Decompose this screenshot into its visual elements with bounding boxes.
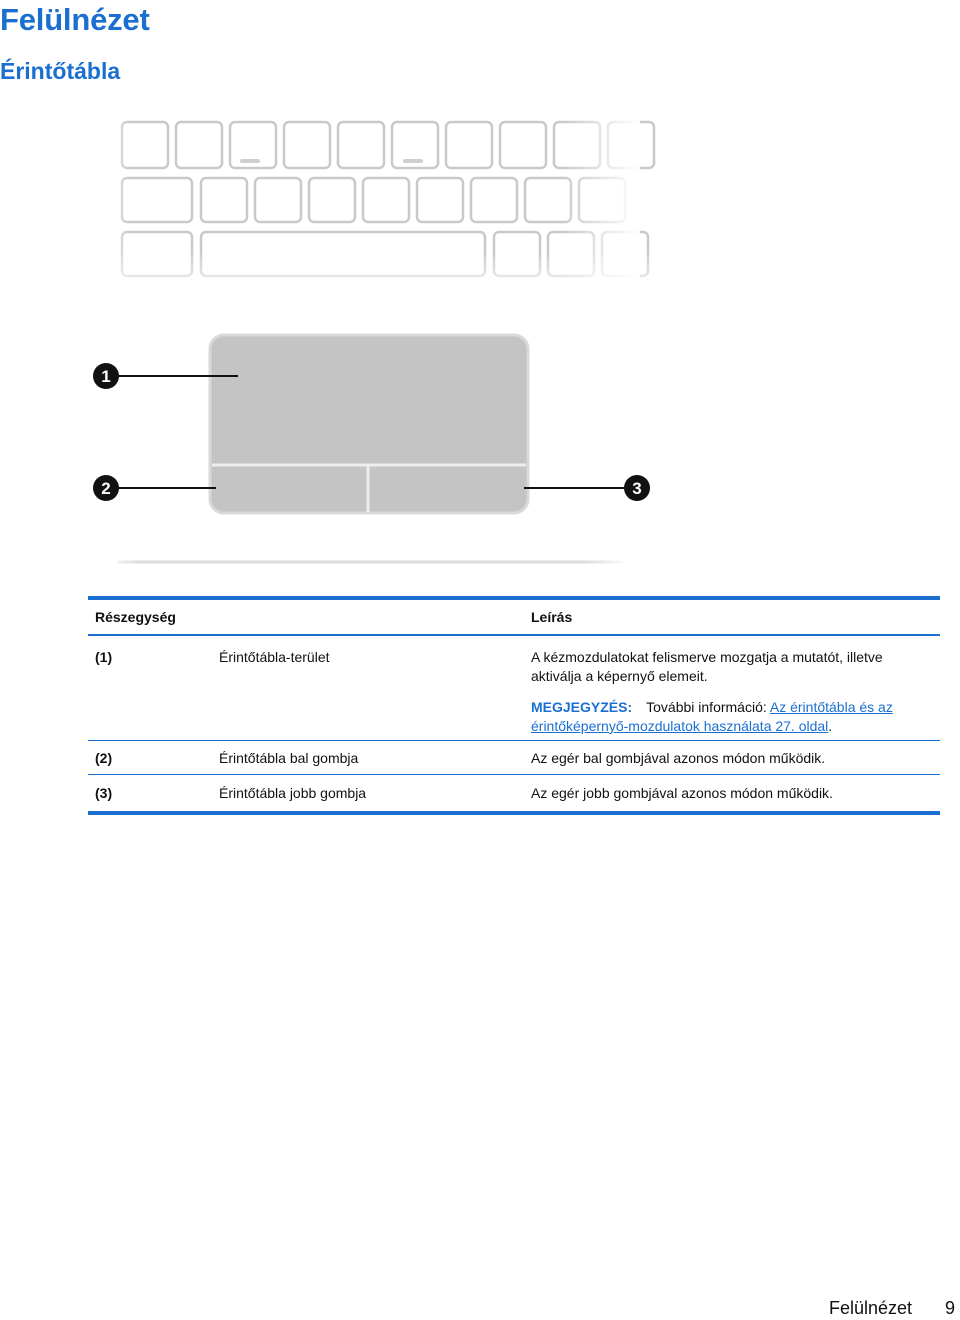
touchpad-illustration: 1 2 3 xyxy=(93,110,660,569)
row-component: Érintőtábla bal gombja xyxy=(219,750,359,766)
table-top-rule xyxy=(88,596,940,600)
table-header-row: Részegység Leírás xyxy=(88,600,940,634)
svg-text:3: 3 xyxy=(632,479,641,498)
row-component: Érintőtábla-terület xyxy=(219,649,330,665)
header-description: Leírás xyxy=(531,609,573,625)
page-number: 9 xyxy=(945,1298,956,1318)
subsection-title: Érintőtábla xyxy=(0,58,121,84)
footer-section-title: Felülnézet xyxy=(829,1298,913,1318)
section-title: Felülnézet xyxy=(0,2,150,37)
header-component: Részegység xyxy=(95,609,176,625)
row-description: A kézmozdulatokat felismerve mozgatja a … xyxy=(531,649,883,684)
svg-text:2: 2 xyxy=(101,479,110,498)
row-divider xyxy=(88,774,940,775)
row-component: Érintőtábla jobb gombja xyxy=(219,785,367,801)
note: MEGJEGYZÉS: További információ: Az érintő… xyxy=(531,698,931,736)
note-end: . xyxy=(828,718,833,734)
row-description: Az egér jobb gombjával azonos módon műkö… xyxy=(531,785,833,801)
touchpad xyxy=(208,333,530,515)
component-table: Részegység Leírás (1) Érintőtábla-terüle… xyxy=(88,596,940,815)
table-row: (1) Érintőtábla-terület A kézmozdulatoka… xyxy=(88,636,940,740)
row-number: (2) xyxy=(95,750,113,766)
table-bottom-rule xyxy=(88,811,940,815)
row-number: (3) xyxy=(95,785,113,801)
table-row: (3) Érintőtábla jobb gombja Az egér jobb… xyxy=(88,775,940,811)
row-number: (1) xyxy=(95,649,113,665)
note-label: MEGJEGYZÉS: xyxy=(531,699,633,715)
table-row: (2) Érintőtábla bal gombja Az egér bal g… xyxy=(88,741,940,774)
callout-3: 3 xyxy=(624,475,650,501)
table-header-rule xyxy=(88,634,940,636)
row-divider xyxy=(88,740,940,741)
callout-2: 2 xyxy=(93,475,119,501)
callout-1: 1 xyxy=(93,363,119,389)
svg-text:1: 1 xyxy=(101,367,110,386)
note-link[interactable]: Az érintőtábla és az érintőképernyő-mozd… xyxy=(531,699,893,734)
row-description: Az egér bal gombjával azonos módon működ… xyxy=(531,750,826,766)
note-text: További információ: xyxy=(646,699,770,715)
